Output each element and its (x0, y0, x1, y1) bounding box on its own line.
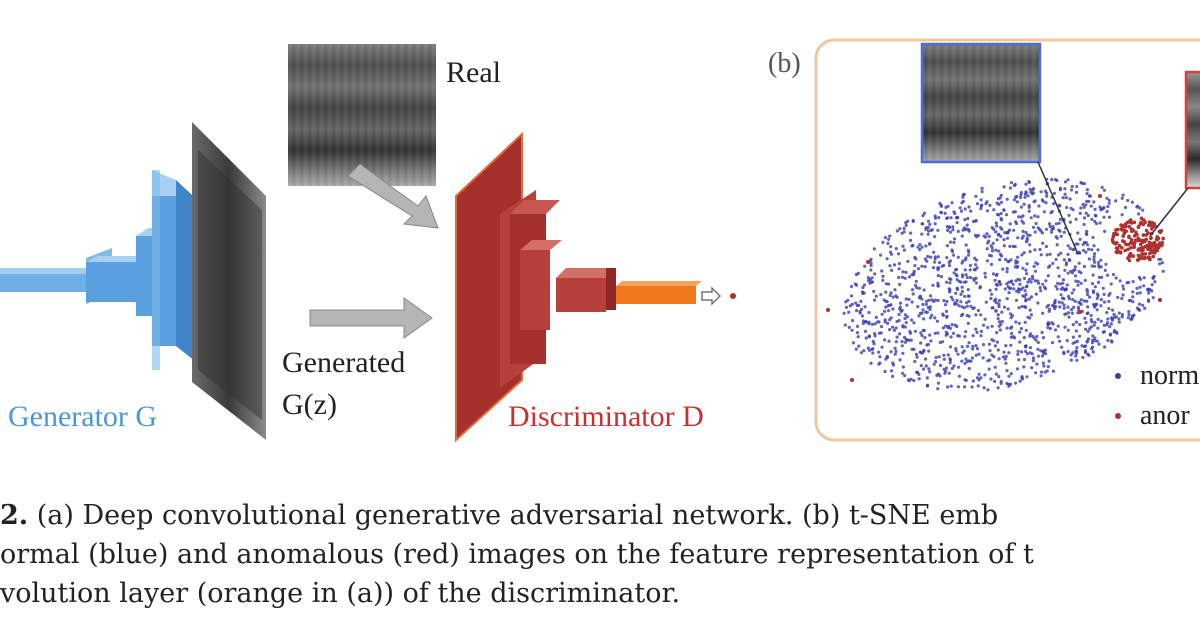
generator-network (0, 170, 206, 370)
real-label: Real (446, 56, 501, 89)
legend-anomalous-marker (1115, 413, 1121, 419)
real-image (288, 44, 436, 186)
legend-normal-marker (1115, 373, 1121, 379)
figure-caption: 2. (a) Deep convolutional generative adv… (0, 496, 1200, 613)
legend-normal-label: norm (1140, 360, 1199, 391)
normal-example-inset (920, 42, 1079, 255)
legend: norm anor (1115, 360, 1199, 431)
generated-image (192, 122, 266, 440)
discriminator-label: Discriminator D (508, 400, 704, 433)
anomalous-example-inset (1149, 70, 1200, 237)
generated-label-line1: Generated (282, 346, 405, 379)
panel-b-label: (b) (768, 48, 801, 79)
caption-line-1: 2. (a) Deep convolutional generative adv… (0, 496, 1200, 535)
figure-illustration: Generator G Real Generated G(z) Discrim (0, 38, 1200, 443)
generated-label-line2: G(z) (282, 388, 337, 421)
panel-b-frame (814, 38, 1200, 442)
legend-anomalous-label: anor (1140, 400, 1190, 431)
discriminator-network (455, 131, 736, 443)
caption-line-1-text: (a) Deep convolutional generative advers… (28, 500, 999, 531)
caption-line-3: volution layer (orange in (a)) of the di… (0, 578, 681, 609)
caption-figure-number: 2. (0, 500, 29, 531)
caption-line-2: ormal (blue) and anomalous (red) images … (0, 539, 1034, 570)
generated-arrow (309, 297, 433, 339)
tsne-scatter (826, 177, 1165, 392)
real-arrow (347, 163, 439, 229)
generator-label: Generator G (8, 400, 157, 433)
